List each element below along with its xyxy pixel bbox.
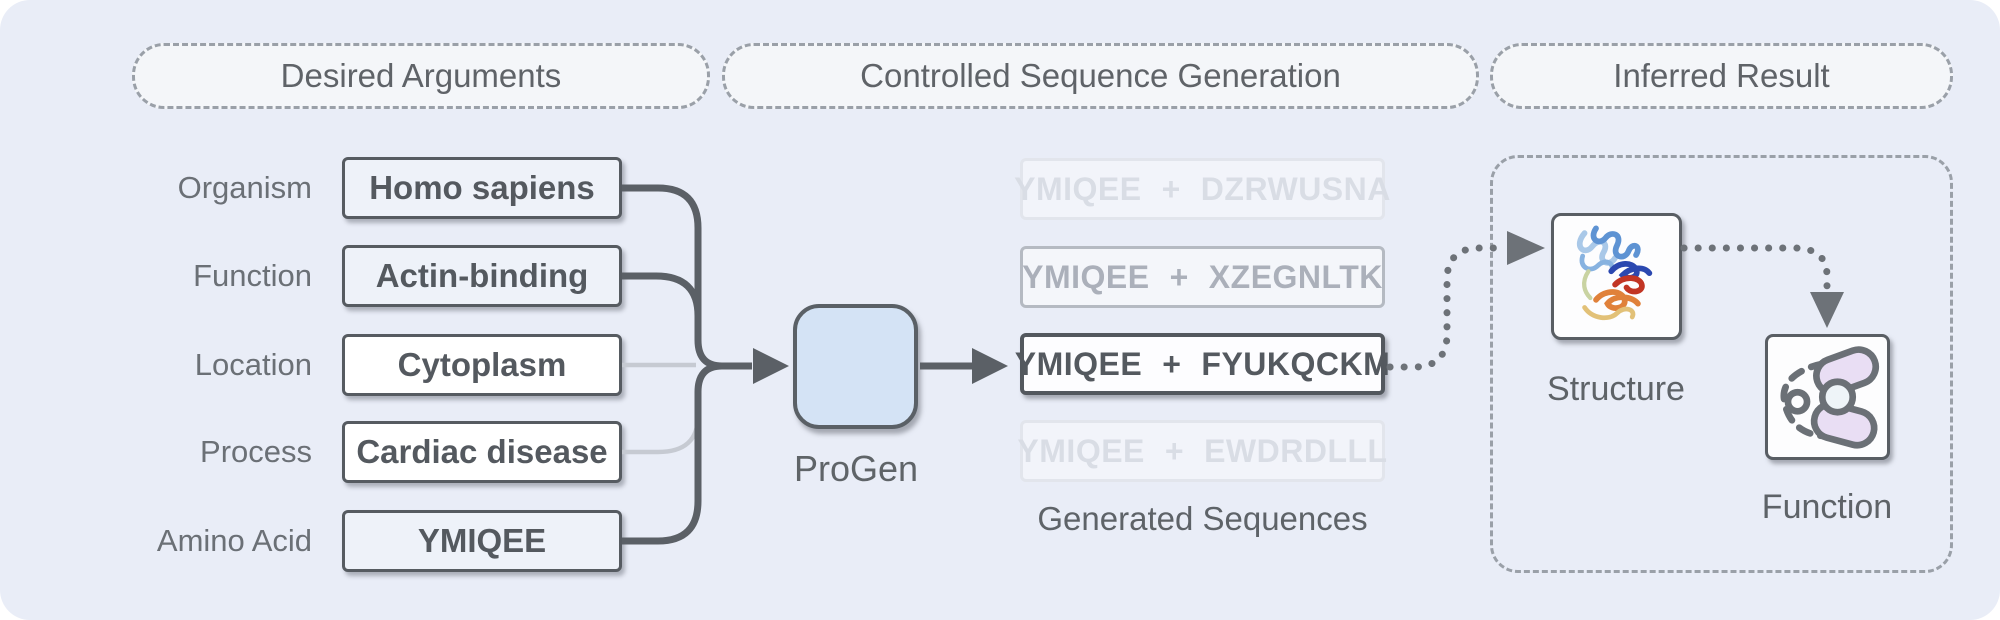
structure-thumbnail (1551, 213, 1682, 340)
generated-sequence-1: YMIQEE + DZRWUSNA (1014, 158, 1390, 220)
header-controlled-sequence-generation: Controlled Sequence Generation (722, 43, 1479, 109)
arg-box-location: Cytoplasm (342, 334, 622, 396)
generated-sequence-3-selected: YMIQEE + FYUKQCKM (1015, 333, 1390, 395)
generated-sequence-2: YMIQEE + XZEGNLTK (1020, 246, 1385, 308)
connector-amino-acid (622, 362, 723, 545)
arrowhead-into-sequences (972, 348, 1008, 384)
arg-box-function: Actin-binding (342, 245, 622, 307)
arg-box-organism: Homo sapiens (342, 157, 622, 219)
header-inferred-result-label: Inferred Result (1613, 57, 1830, 94)
sequence-generated: EWDRDLLL (1204, 432, 1388, 469)
arg-box-amino-acid: YMIQEE (342, 510, 622, 572)
gene-ontology-icon (1780, 346, 1880, 449)
progen-model-node (793, 304, 918, 429)
sequence-prefix: YMIQEE (1014, 170, 1142, 207)
arg-label-amino-acid: Amino Acid (156, 523, 312, 558)
structure-label: Structure (1547, 370, 1685, 408)
arg-box-process: Cardiac disease (342, 421, 622, 483)
header-desired-arguments-label: Desired Arguments (280, 57, 562, 94)
connector-process (622, 415, 701, 455)
dotted-connector-sequence-to-structure (1386, 244, 1508, 371)
arg-label-location: Location (194, 347, 312, 382)
generated-sequence-4: YMIQEE + EWDRDLLL (1017, 420, 1388, 482)
arg-label-process: Process (200, 434, 312, 469)
connector-organism (622, 184, 752, 370)
progen-label: ProGen (793, 448, 919, 489)
header-desired-arguments: Desired Arguments (132, 43, 710, 109)
arg-label-function: Function (193, 258, 312, 293)
header-inferred-result: Inferred Result (1490, 43, 1953, 109)
arg-label-organism: Organism (177, 170, 312, 205)
sequence-prefix: YMIQEE (1017, 432, 1145, 469)
function-thumbnail (1765, 334, 1890, 460)
sequence-generated: FYUKQCKM (1201, 345, 1391, 382)
arrowhead-into-progen (753, 348, 789, 384)
sequence-prefix: YMIQEE (1014, 345, 1143, 382)
sequence-plus: + (1169, 258, 1189, 295)
sequence-plus: + (1164, 432, 1185, 469)
sequence-plus: + (1161, 170, 1181, 207)
sequence-generated: XZEGNLTK (1208, 258, 1383, 295)
sequence-prefix: YMIQEE (1022, 258, 1150, 295)
generated-sequences-caption: Generated Sequences (1037, 500, 1368, 537)
function-label: Function (1761, 488, 1893, 526)
protein-ribbon-icon (1577, 225, 1653, 321)
header-controlled-sequence-generation-label: Controlled Sequence Generation (860, 57, 1341, 94)
connector-function (622, 272, 702, 317)
sequence-generated: DZRWUSNA (1200, 170, 1391, 207)
sequence-plus: + (1162, 345, 1182, 382)
